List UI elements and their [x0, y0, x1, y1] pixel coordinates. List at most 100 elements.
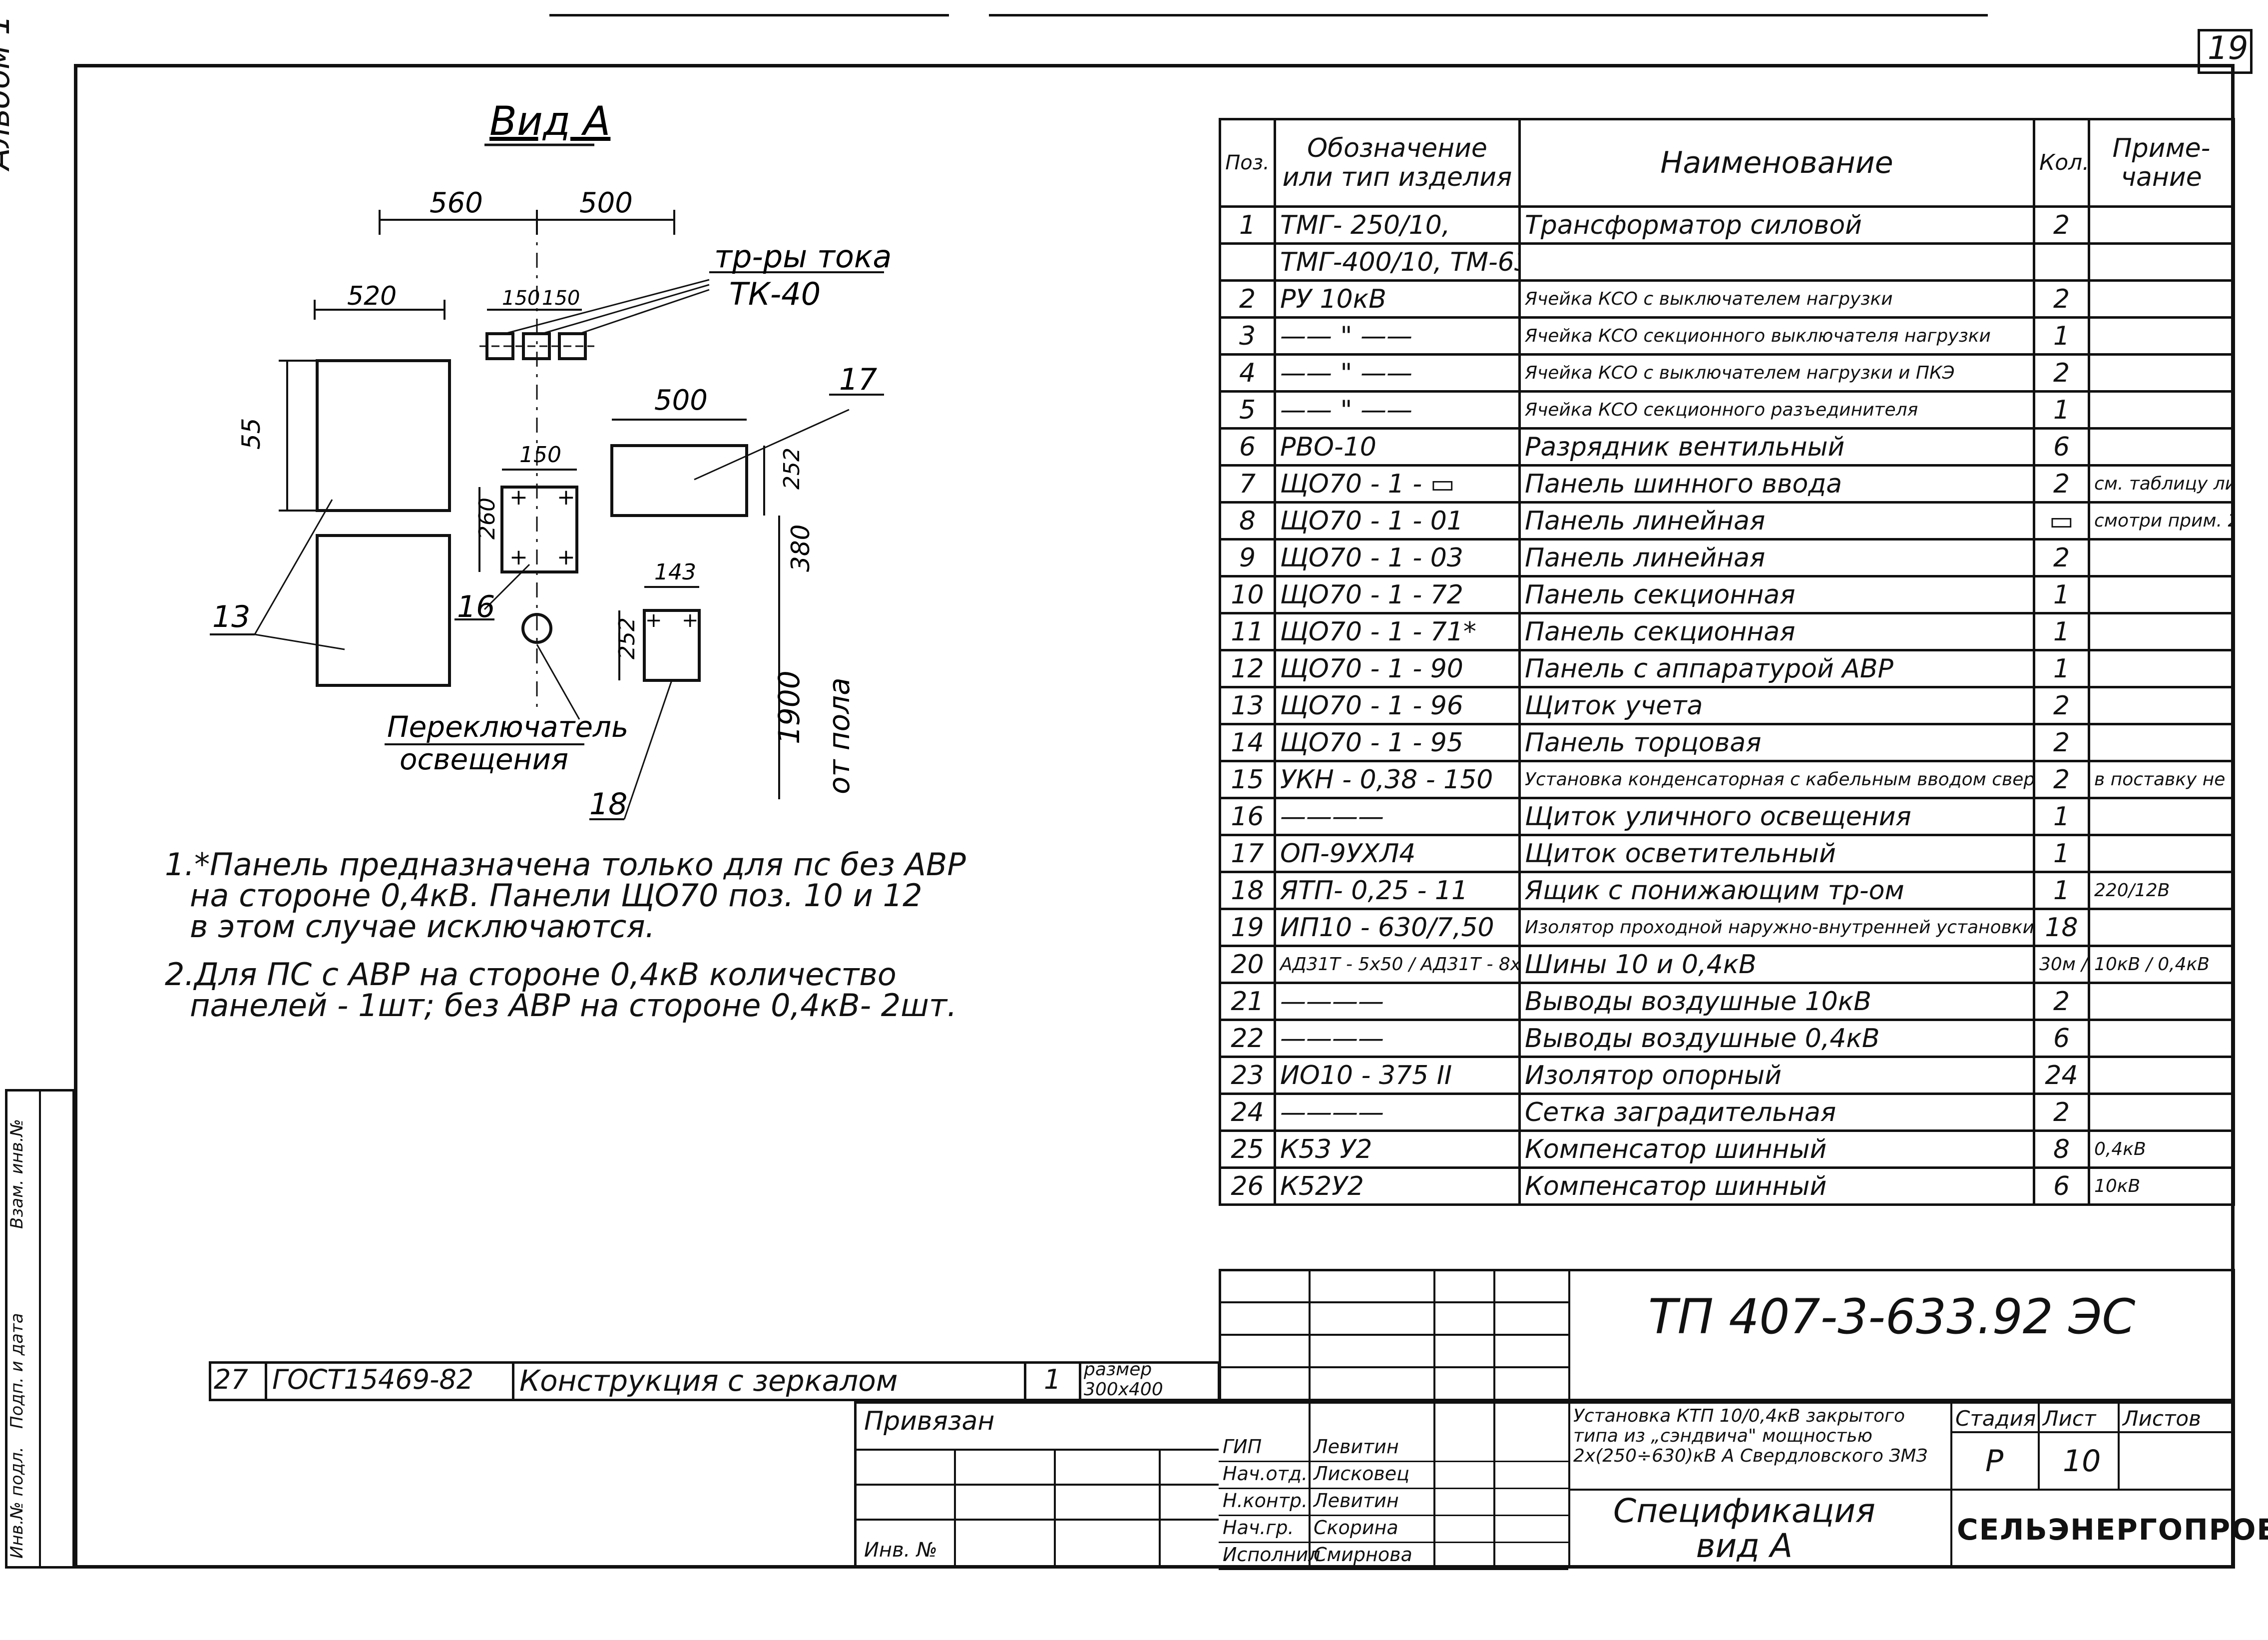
- dim-150-mid: 150: [519, 442, 561, 468]
- spec-cell-des: ЩО70 - 1 - 96: [1274, 686, 1521, 725]
- spec-cell-pos: 4: [1219, 353, 1276, 393]
- inv-label: Инв. №: [864, 1539, 937, 1562]
- dim-1900: 1900: [772, 670, 806, 744]
- spec-cell-qty: 2: [2033, 205, 2090, 245]
- spec-cell-qty: 2: [2033, 279, 2090, 319]
- stage-label: Стадия: [1955, 1406, 2036, 1431]
- spec-cell-des: К52У2: [1274, 1166, 1521, 1206]
- signature-name: Левитин: [1314, 1436, 1399, 1458]
- spec-cell-note: [2088, 316, 2235, 356]
- spec-cell-pos: 17: [1219, 834, 1276, 873]
- header-note-l1: Приме-: [2112, 133, 2211, 163]
- spec-cell-name: Панель шинного ввода: [1518, 464, 2035, 504]
- spec-cell-des: ————: [1274, 1019, 1521, 1058]
- dim-252-bot: 252: [614, 617, 640, 659]
- spec-cell-pos: 19: [1219, 908, 1276, 947]
- spec-cell-qty: 2: [2033, 686, 2090, 725]
- spec-cell-note: [2088, 575, 2235, 614]
- svg-text:+: +: [509, 545, 528, 570]
- spec-cell-note: [2088, 982, 2235, 1021]
- spec-cell-des: ЩО70 - 1 - 90: [1274, 649, 1521, 688]
- spec-cell-pos: 5: [1219, 390, 1276, 430]
- spec-cell-des: К53 У2: [1274, 1129, 1521, 1169]
- spec-cell-qty: 1: [2033, 649, 2090, 688]
- note-2-line-1: 2.Для ПС с АВР на стороне 0,4кВ количест…: [165, 956, 897, 993]
- stamp-label-2: Подп. и дата: [7, 1313, 27, 1429]
- note-1-line-2: на стороне 0,4кВ. Панели ЩО70 поз. 10 и …: [190, 877, 922, 914]
- spec-cell-pos: 6: [1219, 427, 1276, 467]
- stamp-divider: [39, 1089, 41, 1569]
- spec-cell-qty: 30м / 15м: [2033, 945, 2090, 984]
- spec-cell-pos: 15: [1219, 760, 1276, 799]
- signature-role: ГИП: [1223, 1436, 1262, 1458]
- spec-cell-pos: 14: [1219, 723, 1276, 762]
- spec-cell-pos: 7: [1219, 464, 1276, 504]
- spec-cell-name: Панель секционная: [1518, 575, 2035, 614]
- spec-cell-name: Ячейка КСО с выключателем нагрузки: [1518, 279, 2035, 319]
- spec-cell-des: ————: [1274, 982, 1521, 1021]
- spec-cell-name: Изолятор проходной наружно-внутренней ус…: [1518, 908, 2035, 947]
- dim-380: 380: [786, 525, 815, 572]
- ref-16: 16: [457, 589, 495, 624]
- row-27-note: размер 300х400: [1084, 1359, 1163, 1400]
- signature-name: Лисковец: [1314, 1463, 1410, 1485]
- sheet-label: Лист: [2043, 1406, 2096, 1431]
- signature-name: Скорина: [1314, 1517, 1398, 1539]
- spec-cell-name: [1518, 242, 2035, 282]
- view-title: Вид А: [489, 98, 610, 144]
- spec-cell-name: Ячейка КСО секционного выключателя нагру…: [1518, 316, 2035, 356]
- spec-cell-note: 0,4кВ: [2088, 1129, 2235, 1169]
- spec-cell-des: ————: [1274, 1093, 1521, 1132]
- ct-label-2: ТК-40: [729, 276, 821, 312]
- svg-text:+: +: [557, 545, 575, 570]
- spec-cell-pos: 12: [1219, 649, 1276, 688]
- spec-cell-pos: 10: [1219, 575, 1276, 614]
- spec-cell-qty: 2: [2033, 982, 2090, 1021]
- spec-cell-name: Компенсатор шинный: [1518, 1166, 2035, 1206]
- spec-cell-pos: 22: [1219, 1019, 1276, 1058]
- spec-cell-name: Щиток учета: [1518, 686, 2035, 725]
- spec-cell-note: [2088, 1019, 2235, 1058]
- signature-role: Н.контр.: [1223, 1490, 1308, 1512]
- spec-cell-des: АД31Т - 5х50 / АД31Т - 8х80: [1274, 945, 1521, 984]
- spec-cell-des: РВО-10: [1274, 427, 1521, 467]
- row-27-designation: ГОСТ15469-82: [272, 1364, 474, 1395]
- spec-cell-note: смотри прим. 2: [2088, 501, 2235, 541]
- spec-cell-name: Ячейка КСО с выключателем нагрузки и ПКЭ: [1518, 353, 2035, 393]
- ref-17: 17: [839, 362, 877, 397]
- spec-cell-note: [2088, 908, 2235, 947]
- dim-500-top: 500: [579, 187, 633, 219]
- spec-cell-pos: 16: [1219, 797, 1276, 836]
- spec-row: ТМГ-400/10, ТМ-630/10: [1219, 242, 2235, 282]
- dim-150b: 150: [542, 287, 580, 310]
- spec-cell-pos: 2: [1219, 279, 1276, 319]
- project-description: Установка КТП 10/0,4кВ закрытого типа из…: [1573, 1406, 1928, 1466]
- spec-cell-qty: 6: [2033, 427, 2090, 467]
- spec-cell-qty: 2: [2033, 353, 2090, 393]
- spec-cell-note: [2088, 1093, 2235, 1132]
- spec-cell-qty: 1: [2033, 797, 2090, 836]
- spec-cell-note: [2088, 834, 2235, 873]
- dim-500-right: 500: [654, 384, 708, 417]
- spec-cell-pos: [1219, 242, 1276, 282]
- sheet-number: 19: [2208, 30, 2249, 67]
- project-description-l2: типа из „сэндвича" мощностью: [1573, 1426, 1872, 1446]
- spec-cell-name: Выводы воздушные 0,4кВ: [1518, 1019, 2035, 1058]
- spec-cell-note: [2088, 649, 2235, 688]
- spec-cell-des: —— " ——: [1274, 316, 1521, 356]
- specification-table: Поз. Обозначение или тип изделия Наимено…: [1219, 118, 2235, 1206]
- stage-value: Р: [1985, 1444, 2004, 1479]
- sheets-label: Листов: [2123, 1406, 2201, 1431]
- sheet-number-box: [2198, 29, 2253, 74]
- spec-cell-pos: 23: [1219, 1056, 1276, 1095]
- spec-cell-name: Панель линейная: [1518, 501, 2035, 541]
- header-name: Наименование: [1518, 118, 2035, 208]
